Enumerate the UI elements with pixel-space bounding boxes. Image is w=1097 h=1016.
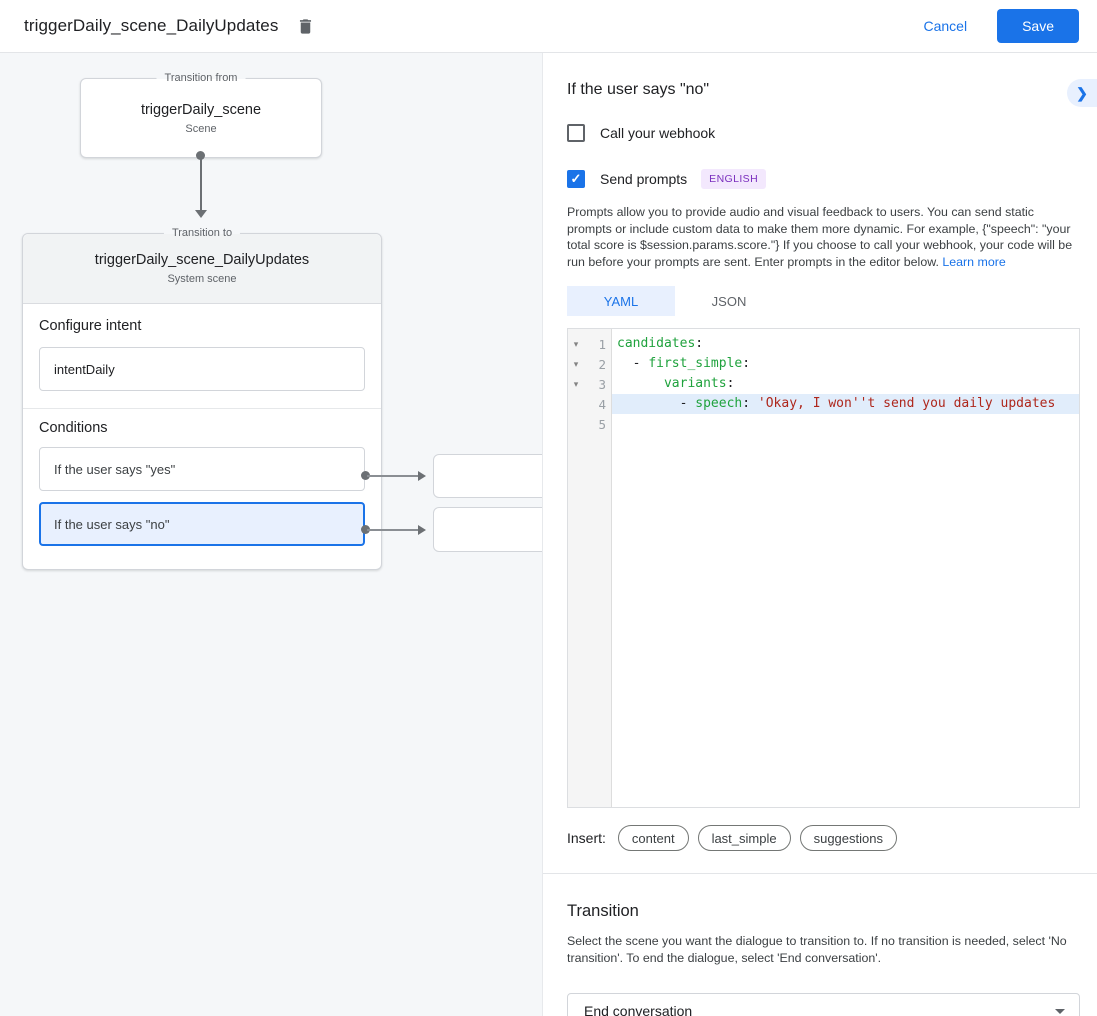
line-number: 3 [598,376,606,392]
insert-chip-content[interactable]: content [617,825,689,851]
to-scene-name: triggerDaily_scene_DailyUpdates [94,252,310,268]
code-token: : [742,396,758,411]
line-number: 2 [598,356,606,372]
prompts-description: Prompts allow you to provide audio and v… [567,204,1080,270]
topbar: triggerDaily_scene_DailyUpdates Cancel S… [0,0,1097,53]
transition-to-card: Transition to triggerDaily_scene_DailyUp… [22,226,382,570]
code-token: - [617,356,649,371]
code-line[interactable]: variants: [612,374,1079,394]
insert-chip-suggestions[interactable]: suggestions [799,825,897,851]
gutter-line: ▾1 [568,334,611,354]
gutter-line: 4 [568,394,611,414]
code-token: : [742,356,751,371]
fold-toggle-icon[interactable]: ▾ [573,358,579,369]
delete-scene-button[interactable] [296,17,315,36]
code-token: speech [695,396,743,411]
transition-select[interactable]: End conversation [567,993,1080,1016]
transition-description: Select the scene you want the dialogue t… [567,934,1067,965]
trash-icon [300,18,312,34]
transition-to-legend: Transition to [163,226,241,241]
to-scene-header[interactable]: triggerDaily_scene_DailyUpdates System s… [23,234,381,304]
save-button[interactable]: Save [997,9,1079,43]
code-token: 'Okay, I won''t send you daily updates [757,396,1056,411]
code-token: : [695,336,704,351]
collapse-panel-button[interactable]: ❯ [1067,79,1097,107]
code-token: - [617,396,696,411]
to-scene-body: Configure intent intentDaily Conditions … [23,304,381,546]
condition-row-yes[interactable]: If the user says "yes" [39,447,365,491]
call-webhook-label: Call your webhook [600,125,716,141]
code-token [617,376,664,391]
transition-from-legend: Transition from [156,71,246,86]
cancel-button[interactable]: Cancel [923,18,968,34]
send-prompts-label: Send prompts [600,171,688,187]
code-line[interactable]: - first_simple: [612,354,1079,374]
condition-target-node[interactable] [433,507,542,552]
insert-chip-last-simple[interactable]: last_simple [697,825,791,851]
connector-line [200,157,202,211]
line-number: 5 [598,416,606,432]
insert-row: Insert: content last_simple suggestions [567,825,1080,851]
page-title: triggerDaily_scene_DailyUpdates [24,16,279,35]
tab-json[interactable]: JSON [675,286,783,316]
to-scene-type: System scene [167,273,237,285]
editor-code[interactable]: candidates: - first_simple: variants: - … [612,329,1079,807]
gutter-line: 5 [568,414,611,434]
send-prompts-row: ✓ Send prompts ENGLISH [567,169,1080,189]
transition-section-title: Transition [567,902,639,920]
from-scene-type: Scene [185,122,217,135]
learn-more-link[interactable]: Learn more [942,254,1006,269]
webhook-row: Call your webhook [567,124,1080,142]
intent-row[interactable]: intentDaily [39,347,365,391]
code-line[interactable]: - speech: 'Okay, I won''t send you daily… [612,394,1079,414]
connector-arrowhead-icon [195,210,207,218]
condition-editor-panel: If the user says "no" ❯ Call your webhoo… [543,53,1097,1016]
code-line[interactable] [612,414,1079,434]
fold-toggle-icon[interactable]: ▾ [573,338,579,349]
editor-format-tabs: YAML JSON [567,286,1080,316]
connector-dot [196,151,205,160]
from-scene-name: triggerDaily_scene [140,101,262,118]
code-line[interactable]: candidates: [612,334,1079,354]
transition-from-node[interactable]: Transition from triggerDaily_scene Scene [80,71,322,158]
conditions-label: Conditions [39,420,108,436]
gutter-line: ▾3 [568,374,611,394]
section-divider [543,873,1097,874]
condition-target-node[interactable] [433,454,542,498]
main-content: Transition from triggerDaily_scene Scene… [0,53,1097,1016]
tab-yaml[interactable]: YAML [567,286,675,316]
connector-dot [361,525,370,534]
insert-label: Insert: [567,830,606,846]
language-badge: ENGLISH [701,169,767,189]
chevron-right-icon: ❯ [1076,85,1088,101]
condition-row-no[interactable]: If the user says "no" [39,502,365,546]
connector-arrowhead-icon [418,471,426,481]
code-token: candidates [617,336,696,351]
code-token: first_simple [648,356,743,371]
scene-diagram-canvas: Transition from triggerDaily_scene Scene… [0,53,543,1016]
panel-title: If the user says "no" [567,81,710,98]
code-token: variants [663,376,727,391]
line-number: 1 [598,336,606,352]
card-divider [23,408,381,409]
send-prompts-checkbox[interactable]: ✓ [567,170,585,188]
line-number: 4 [598,396,606,412]
call-webhook-checkbox[interactable] [567,124,585,142]
connector-dot [361,471,370,480]
connector-line [367,529,418,531]
connector-arrowhead-icon [418,525,426,535]
dropdown-caret-icon [1055,1008,1065,1014]
gutter-line: ▾2 [568,354,611,374]
prompts-description-text: Prompts allow you to provide audio and v… [567,205,1073,269]
transition-select-value: End conversation [584,1003,693,1016]
fold-toggle-icon[interactable]: ▾ [573,378,579,389]
configure-intent-label: Configure intent [39,318,142,334]
connector-line [367,475,418,477]
code-token: : [726,376,735,391]
